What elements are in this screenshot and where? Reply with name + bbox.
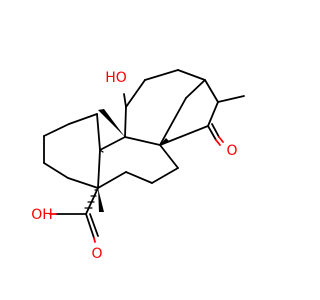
ring-a	[43, 113, 101, 189]
stereo-wedges	[84, 109, 170, 212]
acid-carbonyl-oxygen-label: O	[91, 246, 102, 262]
acid-hydroxyl-label: OH	[31, 207, 53, 223]
molecule-structure: HO O OH O	[31, 69, 245, 262]
hydroxyl-label: HO	[105, 70, 127, 86]
ring-c-cage	[124, 69, 245, 146]
wedge-c9-c10	[98, 109, 125, 137]
carboxylic-acid	[49, 187, 99, 243]
hash-c5	[99, 149, 104, 153]
ketone-bond	[207, 123, 224, 146]
wedge-c8	[160, 138, 170, 145]
ring-b	[97, 136, 179, 189]
wedge-c4-methyl	[98, 188, 104, 212]
ketone-oxygen-label: O	[226, 143, 237, 159]
hydroxyl-bond	[123, 93, 127, 108]
